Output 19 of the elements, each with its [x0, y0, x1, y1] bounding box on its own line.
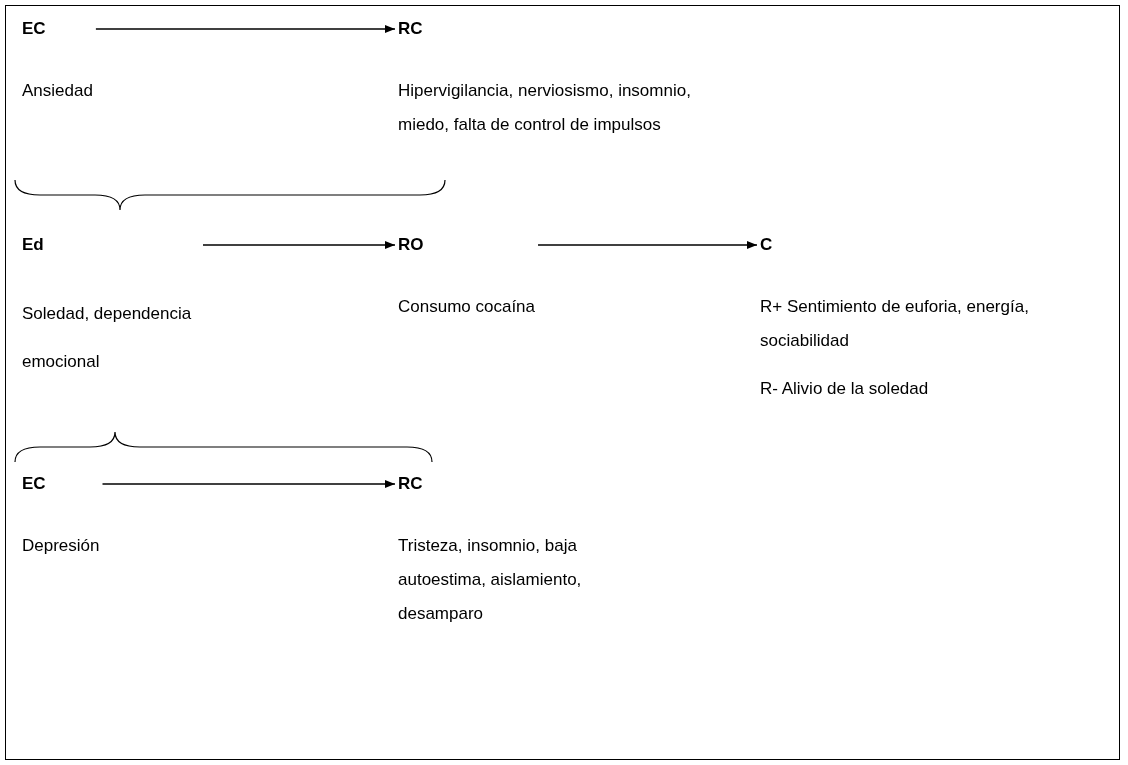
node-text: Soledad, dependencia emocional: [22, 303, 193, 373]
node-heading: Ed: [22, 234, 45, 256]
node-text: Tristeza, insomnio, baja autoestima, aislamiento, desamparo: [398, 535, 583, 625]
node-text: Ansiedad: [22, 80, 93, 102]
node-text: Hipervigilancia, nerviosismo, insomnio, miedo, falta de control de impulsos: [398, 80, 692, 136]
node-text: R- Alivio de la soledad: [760, 378, 930, 400]
node-heading: EC: [22, 473, 47, 495]
node-heading: EC: [22, 18, 47, 40]
node-text: Consumo cocaína: [398, 296, 536, 318]
arrow: [202, 241, 396, 249]
node-text: Depresión: [22, 535, 100, 557]
arrow: [101, 480, 396, 488]
node-heading: RO: [398, 234, 425, 256]
node-heading: RC: [398, 473, 424, 495]
arrow: [95, 25, 396, 33]
node-text: R+ Sentimiento de euforia, energía, sociabilidad: [760, 296, 1030, 352]
node-heading: RC: [398, 18, 424, 40]
arrow: [537, 241, 758, 249]
node-heading: C: [760, 234, 774, 256]
